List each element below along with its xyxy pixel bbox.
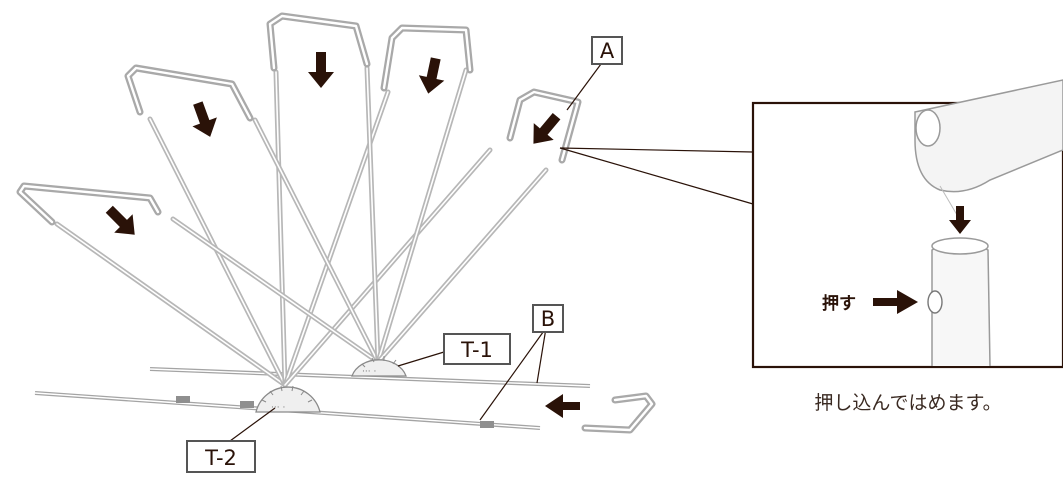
label-a-text: A <box>600 39 615 63</box>
hoops <box>16 12 656 434</box>
label-a: A <box>591 36 623 65</box>
label-t1-text: T-1 <box>460 338 493 362</box>
label-t2-text: T-2 <box>204 446 237 470</box>
base-connector <box>480 421 494 428</box>
poles-from-t2 <box>54 69 493 388</box>
down-arrow-icon <box>533 112 561 144</box>
down-arrow-icon <box>949 206 971 234</box>
label-t2: T-2 <box>186 440 256 473</box>
push-button-detail <box>927 290 943 314</box>
left-arrow-icon <box>545 394 580 418</box>
svg-text:··· ·: ··· · <box>362 367 376 377</box>
callout-leaders <box>229 63 754 442</box>
inset-detail: 押す <box>751 79 1063 369</box>
hub-t1: ··· · <box>351 356 407 377</box>
down-arrow-icon <box>418 57 445 94</box>
down-arrow-icon <box>308 52 334 88</box>
push-label: 押す <box>822 293 856 314</box>
right-arrow-icon <box>873 290 918 314</box>
down-arrow-icon <box>192 101 217 137</box>
down-arrow-icon <box>105 205 135 235</box>
base-connector <box>240 401 254 408</box>
hub-t2: ··· · <box>255 385 321 413</box>
svg-text:··· ·: ··· · <box>271 403 285 413</box>
poles-from-t1 <box>170 65 549 365</box>
label-b-text: B <box>541 307 555 331</box>
inset-caption: 押し込んではめます。 <box>814 392 1001 414</box>
label-b: B <box>532 304 564 333</box>
label-t1: T-1 <box>443 333 511 365</box>
base-connector <box>176 396 190 403</box>
